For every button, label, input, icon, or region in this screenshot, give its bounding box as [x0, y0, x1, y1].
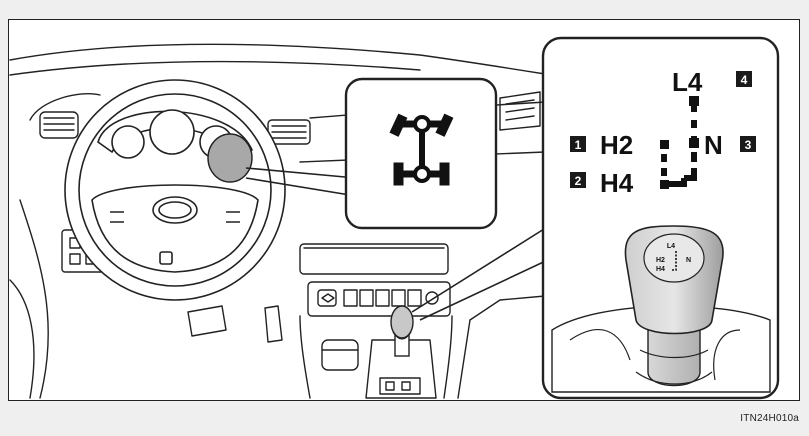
badge-3-number: 3 [745, 138, 752, 152]
badge-4-number: 4 [741, 73, 748, 87]
shift-label-N: N [704, 130, 723, 160]
shift-label-L4: L4 [672, 67, 703, 97]
knob-label-N: N [686, 257, 691, 264]
transfer-lever-in-car [391, 306, 413, 356]
knob-label-L4: L4 [667, 243, 675, 250]
highlighted-indicator-area [208, 134, 252, 182]
image-code: ITN24H010a [740, 413, 799, 424]
shift-label-H2: H2 [600, 130, 633, 160]
steering-wheel [65, 80, 285, 300]
knob-label-H4: H4 [656, 266, 665, 273]
shift-label-H4: H4 [600, 168, 634, 198]
badge-1-number: 1 [575, 138, 582, 152]
badge-2-number: 2 [575, 174, 582, 188]
knob-label-H2: H2 [656, 257, 665, 264]
